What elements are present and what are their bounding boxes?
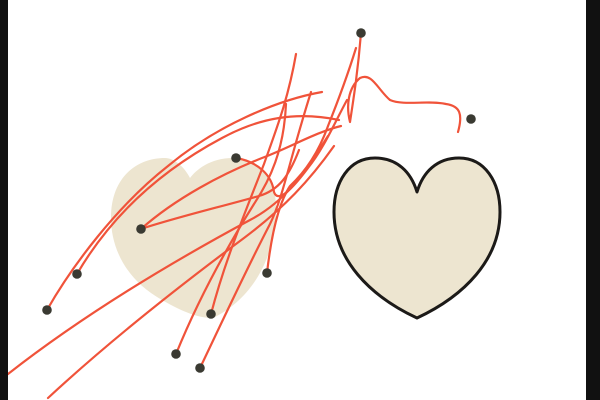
red-string-5[interactable] (209, 52, 298, 316)
red-string-6[interactable] (174, 102, 288, 356)
red-string-7[interactable] (198, 90, 313, 370)
pin-dot[interactable] (42, 305, 52, 315)
pin-dot[interactable] (195, 363, 205, 373)
target-heart-icon[interactable] (332, 156, 502, 320)
red-string-10[interactable] (8, 134, 330, 376)
red-string-1[interactable] (45, 90, 324, 312)
pin-dot[interactable] (356, 28, 366, 38)
pin-dot[interactable] (171, 349, 181, 359)
red-string-2[interactable] (75, 115, 341, 276)
pin-dot[interactable] (72, 269, 82, 279)
pins-layer (42, 28, 476, 373)
pin-dot[interactable] (136, 224, 146, 234)
pin-dot[interactable] (262, 268, 272, 278)
strings-layer (8, 31, 462, 400)
red-string-12[interactable] (347, 31, 462, 134)
pin-dot[interactable] (206, 309, 216, 319)
pin-dot[interactable] (231, 153, 241, 163)
play-area[interactable] (8, 0, 586, 400)
source-heart-icon (111, 158, 276, 318)
game-scene[interactable] (8, 0, 586, 400)
red-string-11[interactable] (46, 144, 336, 400)
pin-dot[interactable] (466, 114, 476, 124)
red-string-3[interactable] (139, 124, 343, 231)
